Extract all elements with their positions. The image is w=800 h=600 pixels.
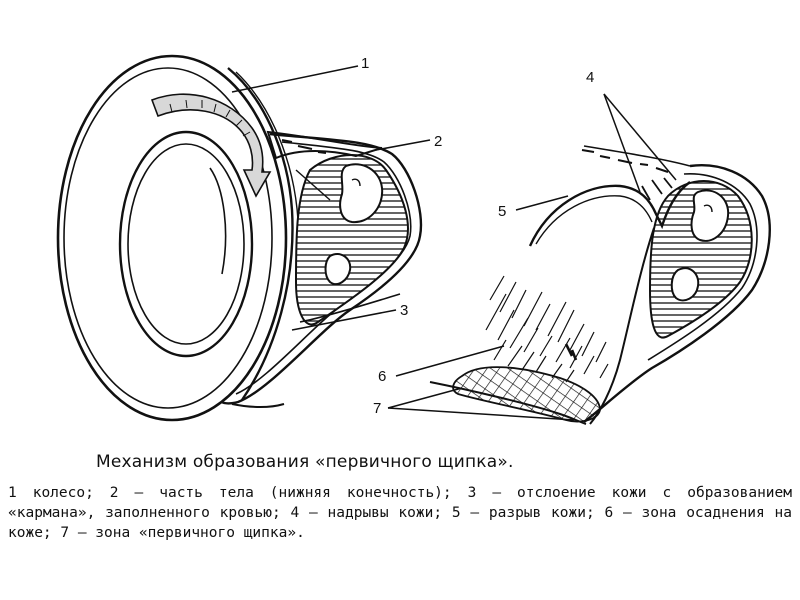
- label-7: 7: [373, 400, 381, 417]
- label-4: 4: [586, 69, 594, 86]
- bone-lower-right: [672, 268, 699, 300]
- bone-lower-left: [326, 254, 351, 284]
- label-2: 2: [434, 133, 442, 150]
- label-1: 1: [361, 55, 369, 72]
- abrasion-zone: [486, 276, 608, 382]
- caption-legend: 1 колесо; 2 — часть тела (нижняя конечно…: [8, 483, 792, 543]
- label-5: 5: [498, 203, 506, 220]
- label-6: 6: [378, 368, 386, 385]
- label-3: 3: [400, 302, 408, 319]
- caption-title: Механизм образования «первичного щипка».: [96, 452, 514, 472]
